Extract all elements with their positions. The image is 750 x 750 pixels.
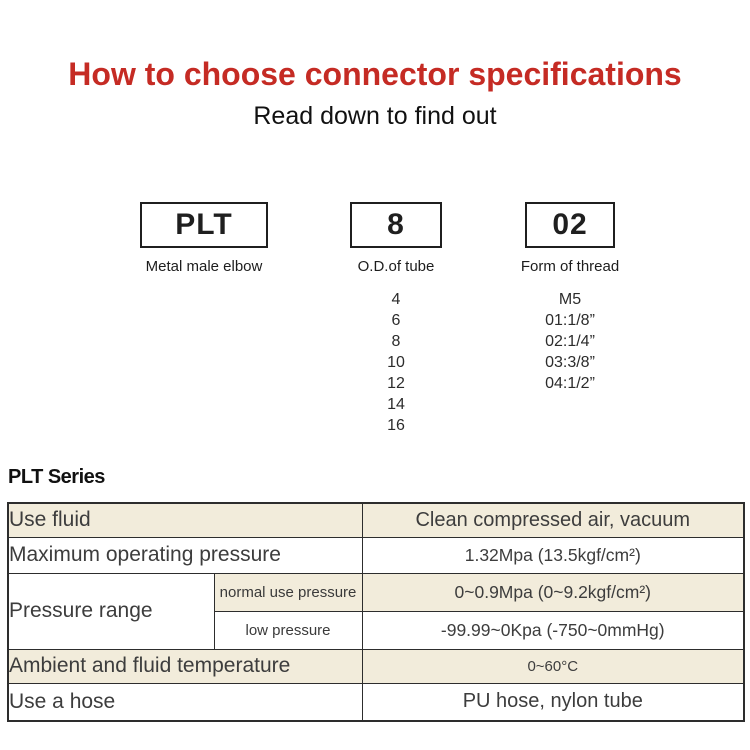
- table-row-pressure-range-normal: Pressure range normal use pressure 0~0.9…: [7, 572, 745, 650]
- tube-size-code-box: 8: [350, 202, 442, 248]
- thread-code: 02: [552, 208, 588, 241]
- tube-size-option: 14: [387, 396, 405, 413]
- row-value: 0~60°C: [361, 648, 745, 684]
- thread-option: 02:1/4”: [545, 333, 595, 350]
- table-row-hose: Use a hose PU hose, nylon tube: [7, 682, 745, 722]
- series-heading: PLT Series: [8, 466, 105, 488]
- tube-size-options: 4 6 8 10 12 14 16: [286, 289, 506, 436]
- row-label: Pressure range: [7, 572, 215, 650]
- thread-options: M5 01:1/8” 02:1/4” 03:3/8” 04:1/2”: [460, 289, 680, 394]
- tube-size-option: 10: [387, 354, 405, 371]
- spec-column-series: PLT Metal male elbow: [94, 202, 314, 275]
- table-row-use-fluid: Use fluid Clean compressed air, vacuum: [7, 502, 745, 538]
- tube-size-option: 12: [387, 375, 405, 392]
- row-label: Use a hose: [7, 682, 363, 722]
- page-subtitle: Read down to find out: [253, 102, 497, 130]
- subrow-value: -99.99~0Kpa (-750~0mmHg): [361, 610, 745, 650]
- thread-option: 01:1/8”: [545, 312, 595, 329]
- series-code-label: Metal male elbow: [145, 258, 263, 275]
- spec-table: Use fluid Clean compressed air, vacuum M…: [7, 502, 746, 722]
- tube-size-code-label: O.D.of tube: [357, 258, 435, 275]
- spec-column-tube-size: 8 O.D.of tube 4 6 8 10 12 14 16: [286, 202, 506, 436]
- thread-option: M5: [558, 291, 582, 308]
- subrow-label: low pressure: [213, 610, 363, 650]
- thread-option: 04:1/2”: [545, 375, 595, 392]
- spec-column-thread: 02 Form of thread M5 01:1/8” 02:1/4” 03:…: [460, 202, 680, 394]
- thread-code-label: Form of thread: [520, 258, 620, 275]
- row-label: Maximum operating pressure: [7, 536, 363, 574]
- tube-size-option: 8: [391, 333, 401, 350]
- row-value: 1.32Mpa (13.5kgf/cm²): [361, 536, 745, 574]
- table-row-pressure-range-low: low pressure -99.99~0Kpa (-750~0mmHg): [8, 610, 745, 650]
- table-row-temperature: Ambient and fluid temperature 0~60°C: [7, 648, 745, 684]
- page-title: How to choose connector specifications: [68, 56, 682, 92]
- row-label: Ambient and fluid temperature: [7, 648, 363, 684]
- table-row-max-pressure: Maximum operating pressure 1.32Mpa (13.5…: [7, 536, 745, 574]
- subrow-value: 0~0.9Mpa (0~9.2kgf/cm²): [361, 572, 745, 612]
- tube-size-code: 8: [387, 208, 405, 241]
- thread-option: 03:3/8”: [545, 354, 595, 371]
- series-code: PLT: [175, 208, 233, 241]
- tube-size-option: 6: [391, 312, 401, 329]
- thread-code-box: 02: [525, 202, 615, 248]
- row-value: PU hose, nylon tube: [361, 682, 745, 722]
- row-value: Clean compressed air, vacuum: [361, 502, 745, 538]
- tube-size-option: 4: [391, 291, 401, 308]
- row-label: Use fluid: [7, 502, 363, 538]
- series-code-box: PLT: [140, 202, 268, 248]
- tube-size-option: 16: [387, 417, 405, 434]
- subrow-label: normal use pressure: [213, 572, 363, 612]
